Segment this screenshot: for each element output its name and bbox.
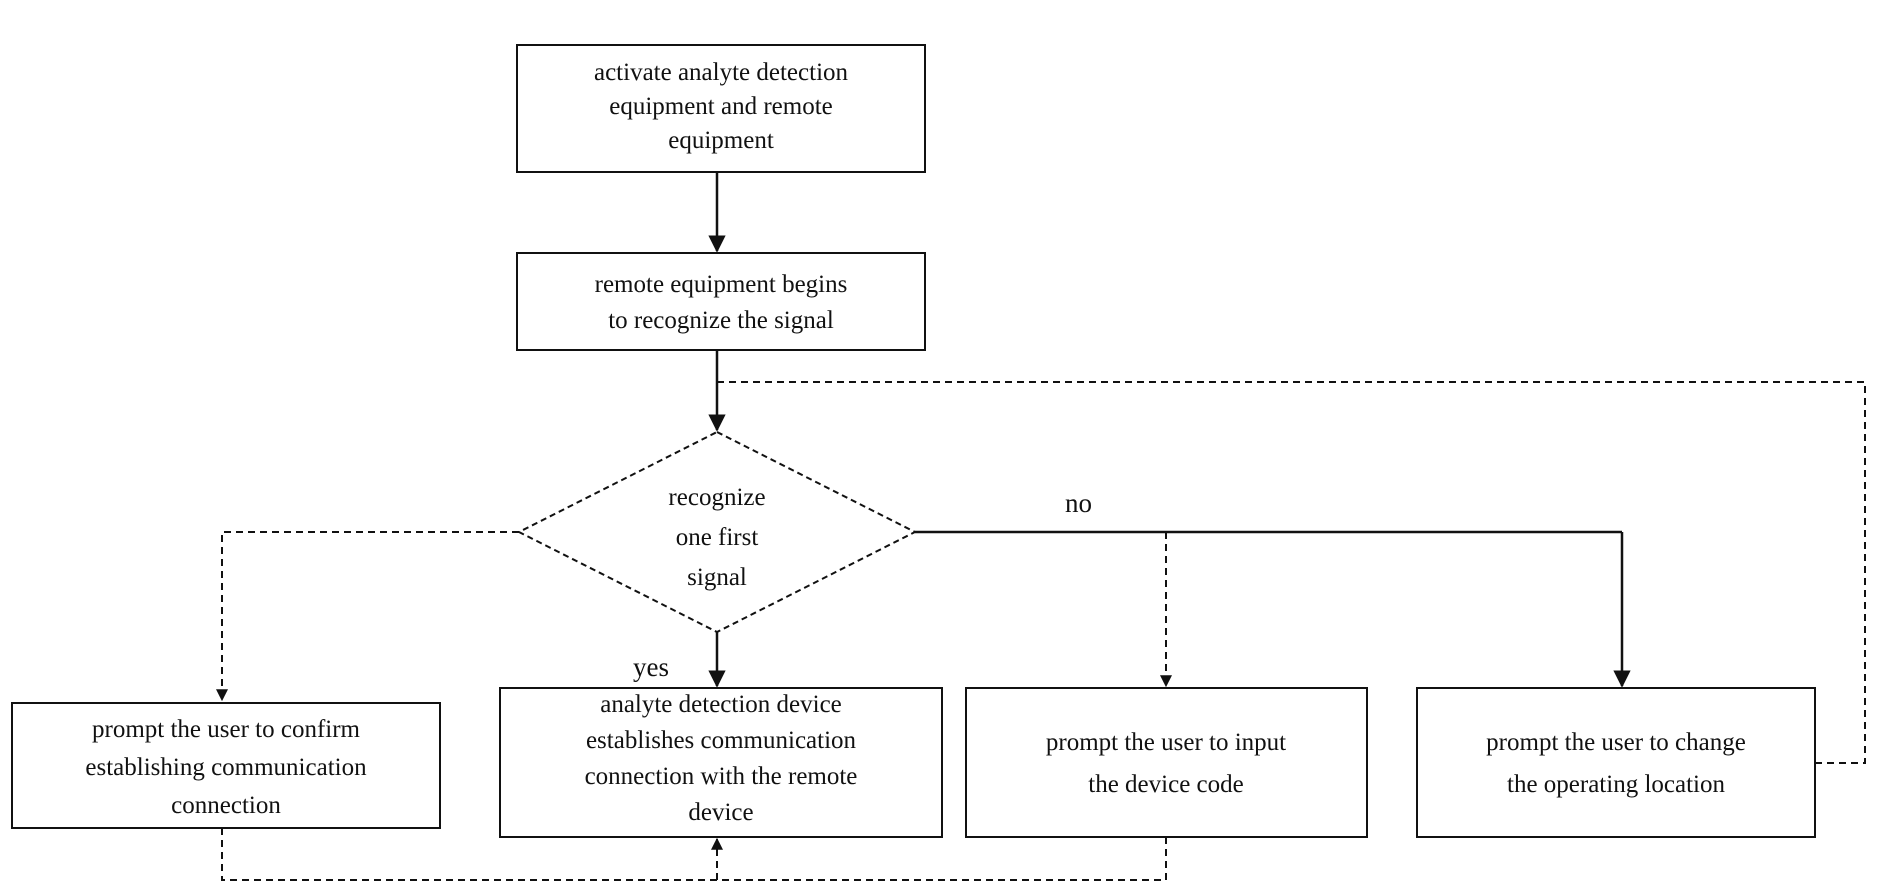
arrow-decision-to-confirm [222,532,519,700]
node-recognize-begin-line-1: remote equipment begins [595,271,848,298]
node-decision-line-2: one first [676,524,759,551]
node-activate-line-3: equipment [668,127,774,154]
node-confirm-line-3: connection [171,792,281,819]
node-confirm-line-2: establishing communication [85,754,367,781]
node-decision-line-1: recognize [668,484,765,511]
node-decision-line-3: signal [687,564,747,591]
node-decision: recognize one first signal [519,432,915,632]
node-change-location-line-2: the operating location [1507,771,1725,798]
label-yes: yes [633,652,669,682]
node-confirm: prompt the user to confirm establishing … [12,703,440,828]
node-recognize-begin-line-2: to recognize the signal [608,307,834,334]
node-activate: activate analyte detection equipment and… [517,45,925,172]
node-activate-line-2: equipment and remote [609,93,833,120]
node-input-code: prompt the user to input the device code [966,688,1367,837]
node-activate-line-1: activate analyte detection [594,59,849,86]
line-input-code-bottom [717,837,1166,880]
node-input-code-line-1: prompt the user to input [1046,729,1286,756]
node-change-location: prompt the user to change the operating … [1417,688,1815,837]
node-establish-line-3: connection with the remote [585,763,858,790]
node-establish-line-2: establishes communication [586,727,857,754]
label-no: no [1065,488,1092,518]
node-establish-line-1: analyte detection device [600,691,842,718]
node-input-code-line-2: the device code [1088,771,1243,798]
node-change-location-line-1: prompt the user to change [1486,729,1746,756]
node-establish-line-4: device [688,799,753,826]
node-confirm-line-1: prompt the user to confirm [92,716,361,743]
node-establish: analyte detection device establishes com… [500,688,942,837]
node-recognize-begin: remote equipment begins to recognize the… [517,253,925,350]
